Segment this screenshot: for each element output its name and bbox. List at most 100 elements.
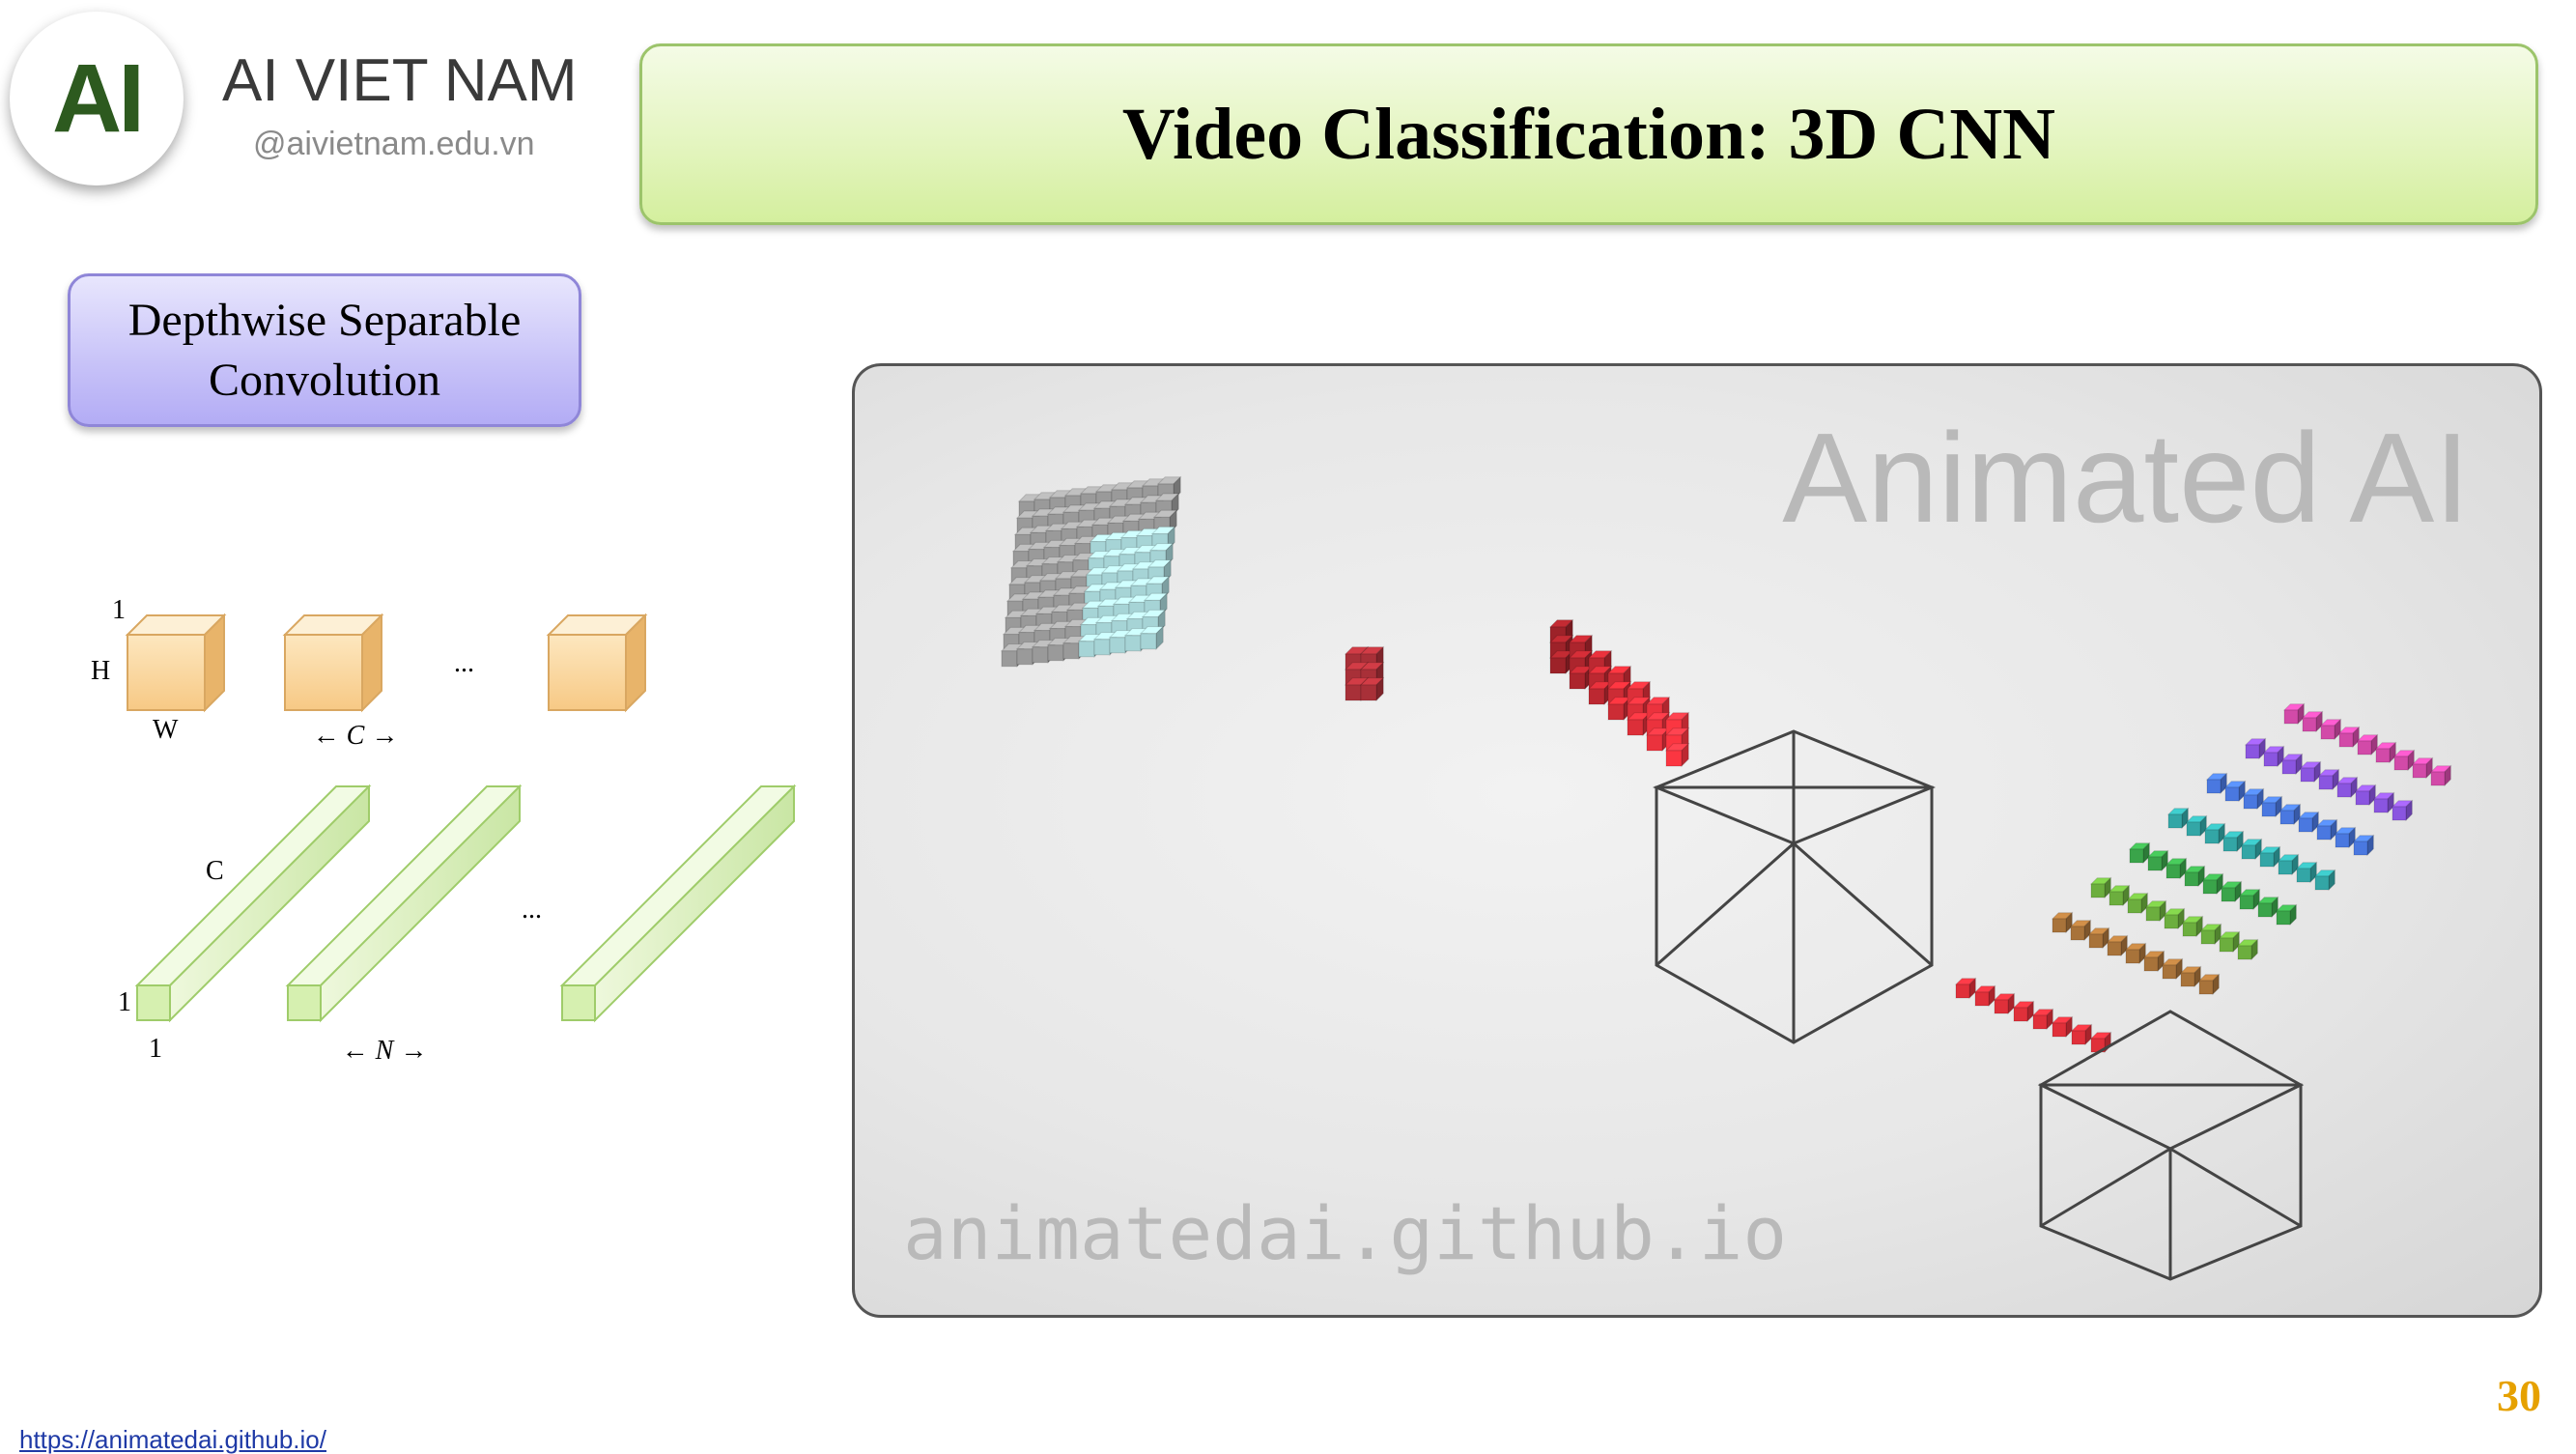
pointwise-width-label: 1 bbox=[149, 1034, 162, 1064]
row-voxel bbox=[2335, 776, 2359, 799]
row-voxel bbox=[2142, 950, 2166, 973]
row-voxel bbox=[2279, 803, 2302, 826]
row-voxel bbox=[2223, 780, 2247, 803]
row-voxel bbox=[2051, 911, 2074, 934]
row-voxel bbox=[2334, 826, 2357, 849]
section-label-line1: Depthwise Separable bbox=[127, 294, 522, 346]
filter-voxel bbox=[1568, 665, 1594, 691]
pointwise-count-label: ← N → bbox=[342, 1036, 428, 1066]
row-voxel bbox=[2337, 726, 2361, 749]
pointwise-voxel bbox=[1973, 984, 1996, 1008]
pointwise-voxel bbox=[2089, 1031, 2112, 1054]
animation-watermark-top: Animated AI bbox=[1782, 407, 2470, 549]
row-voxel bbox=[2275, 903, 2298, 927]
row-voxel bbox=[2429, 764, 2452, 787]
row-voxel bbox=[2411, 756, 2434, 780]
pointwise-voxel bbox=[2012, 1000, 2035, 1023]
logo: AI bbox=[10, 12, 184, 185]
row-voxel bbox=[2089, 876, 2112, 899]
row-voxel bbox=[2299, 760, 2322, 784]
depthwise-filter-1 bbox=[125, 613, 227, 713]
section-label: Depthwise Separable Convolution bbox=[68, 273, 581, 427]
title-banner: Video Classification: 3D CNN bbox=[639, 43, 2538, 225]
row-voxel bbox=[2238, 888, 2261, 911]
row-voxel bbox=[2317, 768, 2340, 791]
depthwise-width-label: W bbox=[153, 715, 179, 745]
logo-mark: AI bbox=[52, 43, 145, 153]
row-voxel bbox=[2197, 973, 2221, 996]
row-voxel bbox=[2222, 830, 2245, 853]
depthwise-height-label: H bbox=[91, 656, 110, 686]
row-voxel bbox=[2106, 934, 2129, 957]
row-voxel bbox=[2262, 745, 2285, 768]
row-voxel bbox=[2315, 818, 2338, 841]
source-link[interactable]: https://animatedai.github.io/ bbox=[19, 1425, 326, 1454]
brand-name: AI VIET NAM bbox=[222, 47, 578, 114]
depthwise-depth-label: 1 bbox=[112, 595, 126, 625]
row-voxel bbox=[2181, 915, 2204, 938]
pointwise-ellipsis: ... bbox=[522, 895, 542, 925]
pointwise-voxel bbox=[1993, 992, 2016, 1015]
row-voxel bbox=[2313, 869, 2336, 892]
pointwise-filter-3 bbox=[559, 784, 797, 1023]
row-voxel bbox=[2220, 880, 2243, 903]
row-voxel bbox=[2354, 784, 2377, 807]
row-voxel bbox=[2144, 899, 2167, 923]
row-voxel bbox=[2297, 811, 2320, 834]
input-voxel bbox=[1139, 625, 1165, 651]
pointwise-color-rows bbox=[2051, 702, 2452, 996]
section-label-line2: Convolution bbox=[208, 354, 441, 406]
pointwise-height-label: 1 bbox=[118, 987, 131, 1017]
row-voxel bbox=[2301, 710, 2324, 733]
row-voxel bbox=[2165, 857, 2188, 880]
row-voxel bbox=[2128, 841, 2151, 865]
pointwise-filter-row bbox=[1954, 977, 2112, 1054]
pointwise-voxel bbox=[1954, 977, 1977, 1000]
slide-title: Video Classification: 3D CNN bbox=[1121, 93, 2056, 175]
input-tensor bbox=[1000, 475, 1182, 669]
row-voxel bbox=[2218, 930, 2241, 954]
row-voxel bbox=[2319, 718, 2342, 741]
row-voxel bbox=[2256, 896, 2279, 919]
row-voxel bbox=[2203, 822, 2226, 845]
animation-panel: Animated AI animatedai.github.io bbox=[852, 363, 2542, 1318]
row-voxel bbox=[2201, 872, 2224, 896]
kernel-voxel bbox=[1359, 676, 1385, 702]
filter-stack bbox=[1548, 618, 1690, 768]
pointwise-voxel bbox=[2031, 1008, 2054, 1031]
row-voxel bbox=[2183, 865, 2206, 888]
row-voxel bbox=[2124, 942, 2147, 965]
row-voxel bbox=[2374, 741, 2397, 764]
pointwise-filter-1 bbox=[134, 784, 372, 1023]
row-voxel bbox=[2161, 957, 2184, 981]
row-voxel bbox=[2236, 938, 2259, 961]
filter-voxel bbox=[1664, 742, 1690, 768]
pointwise-channel-label: C bbox=[206, 856, 224, 886]
row-voxel bbox=[2356, 733, 2379, 756]
row-voxel bbox=[2242, 787, 2265, 811]
depthwise-ellipsis: ... bbox=[454, 648, 474, 678]
animation-illustration bbox=[1000, 475, 2452, 1281]
output-cube-wireframe-1 bbox=[1653, 729, 1936, 1044]
pointwise-voxel bbox=[2051, 1015, 2074, 1039]
row-voxel bbox=[2185, 814, 2208, 838]
row-voxel bbox=[2087, 927, 2110, 950]
pointwise-filter-2 bbox=[285, 784, 523, 1023]
row-voxel bbox=[2240, 838, 2263, 861]
row-voxel bbox=[2126, 892, 2149, 915]
row-voxel bbox=[2199, 923, 2222, 946]
row-voxel bbox=[2244, 737, 2267, 760]
row-voxel bbox=[2391, 799, 2414, 822]
row-voxel bbox=[2372, 791, 2395, 814]
row-voxel bbox=[2295, 861, 2318, 884]
depthwise-separable-diagram: 1 H W ... ← C → C 1 1 ... ← N → bbox=[91, 595, 797, 1066]
filter-voxel bbox=[1645, 727, 1671, 753]
pointwise-voxel bbox=[2070, 1023, 2093, 1046]
row-voxel bbox=[2163, 907, 2186, 930]
row-voxel bbox=[2166, 807, 2190, 830]
row-voxel bbox=[2277, 853, 2300, 876]
row-voxel bbox=[2282, 702, 2306, 726]
row-voxel bbox=[2280, 753, 2304, 776]
row-voxel bbox=[2108, 884, 2131, 907]
output-cube-wireframe-2 bbox=[2037, 1010, 2305, 1281]
